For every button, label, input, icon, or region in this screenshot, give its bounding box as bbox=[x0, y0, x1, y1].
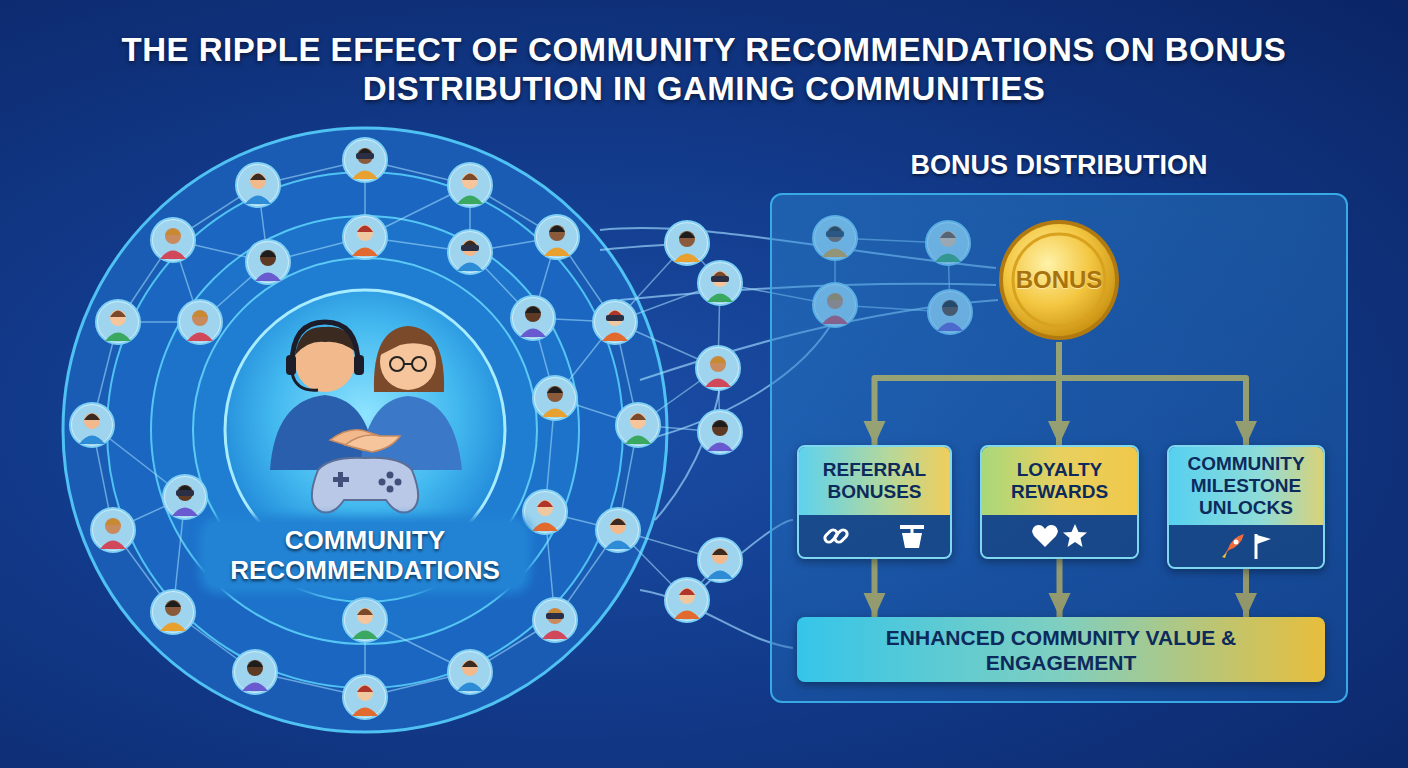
basket-icon bbox=[896, 521, 928, 551]
avatar bbox=[511, 296, 555, 340]
avatar bbox=[698, 538, 742, 582]
avatar bbox=[343, 138, 387, 182]
bonus-type-box: COMMUNITY MILESTONE UNLOCKS bbox=[1167, 445, 1325, 569]
diagram-title: THE RIPPLE EFFECT OF COMMUNITY RECOMMEND… bbox=[54, 30, 1354, 108]
distribution-panel: BONUS DISTRIBUTIONBONUSREFERRAL BONUSESL… bbox=[770, 193, 1348, 703]
box-title: REFERRAL BONUSES bbox=[805, 459, 944, 503]
avatar bbox=[665, 578, 709, 622]
rocket-flag-icon bbox=[1216, 531, 1276, 561]
avatar bbox=[533, 598, 577, 642]
avatar bbox=[236, 163, 280, 207]
avatar bbox=[246, 240, 290, 284]
center-people bbox=[270, 322, 462, 513]
avatar bbox=[616, 403, 660, 447]
link-icon bbox=[821, 521, 851, 551]
avatar bbox=[698, 410, 742, 454]
center-label: COMMUNITY RECOMMENDATIONS bbox=[205, 522, 525, 588]
avatar bbox=[233, 650, 277, 694]
outcome-text: ENHANCED COMMUNITY VALUE & ENGAGEMENT bbox=[811, 625, 1311, 675]
avatar bbox=[533, 376, 577, 420]
avatar bbox=[151, 218, 195, 262]
avatar bbox=[448, 230, 492, 274]
center-text: COMMUNITY RECOMMENDATIONS bbox=[211, 525, 519, 585]
bonus-coin: BONUS bbox=[997, 218, 1121, 342]
box-header: COMMUNITY MILESTONE UNLOCKS bbox=[1169, 447, 1323, 525]
avatar bbox=[343, 215, 387, 259]
avatar bbox=[698, 261, 742, 305]
avatar bbox=[163, 475, 207, 519]
avatar bbox=[448, 163, 492, 207]
avatar bbox=[696, 346, 740, 390]
heart-star-icon bbox=[1030, 521, 1090, 551]
icon-strip bbox=[1169, 525, 1323, 567]
box-title: COMMUNITY MILESTONE UNLOCKS bbox=[1175, 453, 1317, 519]
box-header: REFERRAL BONUSES bbox=[799, 447, 950, 515]
avatar bbox=[151, 590, 195, 634]
bonus-type-box: LOYALTY REWARDS bbox=[980, 445, 1139, 559]
ripple-rings bbox=[63, 128, 667, 732]
avatar bbox=[91, 508, 135, 552]
panel-heading: BONUS DISTRIBUTION bbox=[772, 149, 1346, 181]
avatar bbox=[593, 300, 637, 344]
avatar bbox=[596, 508, 640, 552]
avatar bbox=[343, 598, 387, 642]
outcome-bar: ENHANCED COMMUNITY VALUE & ENGAGEMENT bbox=[797, 617, 1325, 682]
avatar bbox=[343, 675, 387, 719]
avatar bbox=[178, 300, 222, 344]
box-header: LOYALTY REWARDS bbox=[982, 447, 1137, 515]
avatar bbox=[448, 650, 492, 694]
avatar bbox=[523, 490, 567, 534]
icon-strip bbox=[799, 515, 950, 557]
icon-strip bbox=[982, 515, 1137, 557]
avatar bbox=[665, 221, 709, 265]
bonus-type-box: REFERRAL BONUSES bbox=[797, 445, 952, 559]
avatar bbox=[70, 403, 114, 447]
avatar bbox=[535, 215, 579, 259]
box-title: LOYALTY REWARDS bbox=[988, 459, 1131, 503]
avatar bbox=[96, 300, 140, 344]
coin-label: BONUS bbox=[1016, 266, 1103, 294]
